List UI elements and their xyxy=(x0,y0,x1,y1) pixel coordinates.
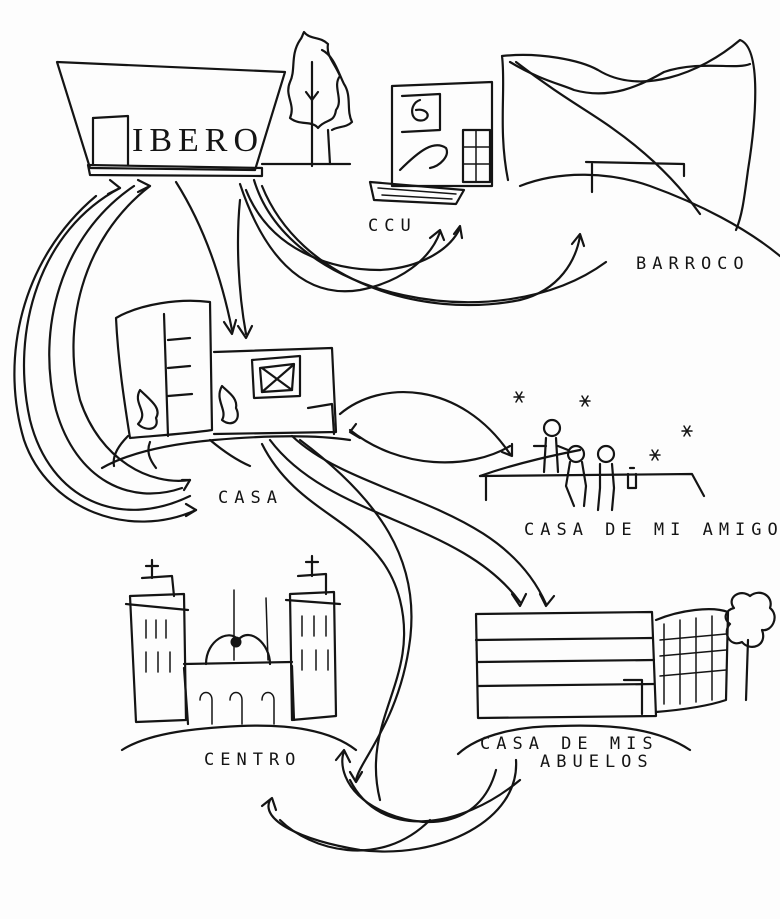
casa-amigo-scene xyxy=(478,391,706,512)
label-centro: CENTRO xyxy=(204,750,302,770)
label-ccu: CCU xyxy=(368,216,417,236)
ibero-trees xyxy=(260,30,354,168)
centro-church xyxy=(120,554,358,752)
casa-abuelos-building xyxy=(456,591,776,756)
label-casa-de-mis-abuelos-line2: ABUELOS xyxy=(540,752,654,772)
label-casa: CASA xyxy=(218,488,283,508)
label-casa-de-mi-amigo: CASA DE MI AMIGO xyxy=(524,520,780,540)
connection-arrows xyxy=(13,178,608,853)
barroco-building xyxy=(500,38,780,258)
ibero-sign-text: IBERO xyxy=(132,122,264,159)
label-barroco: BARROCO xyxy=(636,254,750,274)
ccu-building xyxy=(368,80,494,206)
label-casa-de-mis-abuelos-line1: CASA DE MIS xyxy=(480,734,659,754)
casa-building xyxy=(100,299,352,470)
ibero-building xyxy=(55,60,287,178)
